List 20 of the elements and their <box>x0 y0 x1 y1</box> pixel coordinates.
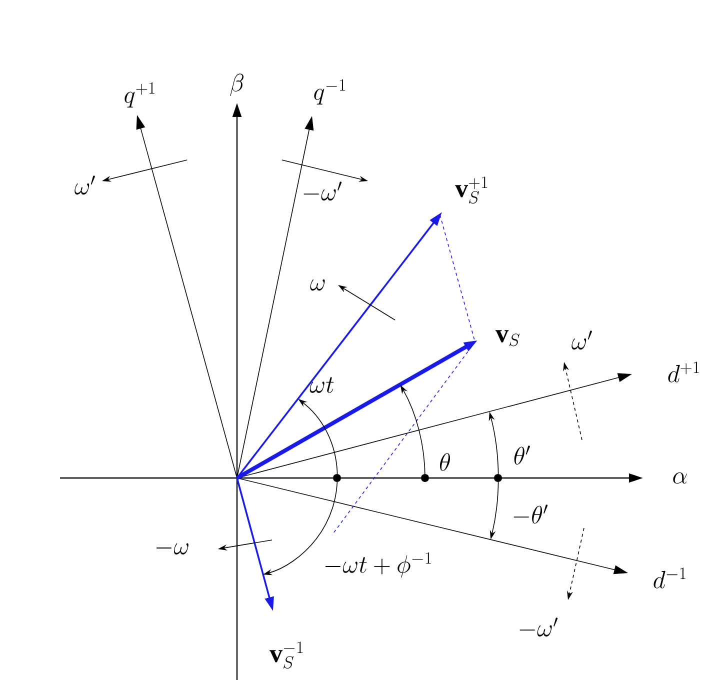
vector-label: $\mathbf{v}_S$ <box>496 330 520 346</box>
rotation-label: $\omega$ <box>310 279 325 291</box>
rotation-label: $-\omega'$ <box>304 182 342 201</box>
angle-label: $\theta$ <box>440 453 450 471</box>
angle-label: $\theta'$ <box>514 446 530 465</box>
axis-label: $q^{+1}$ <box>124 82 154 108</box>
axis-label: $\beta$ <box>230 74 244 96</box>
rotation-label: $\omega'$ <box>74 176 95 195</box>
vector-label: $\mathbf{v}_S^{+1}$ <box>455 176 488 204</box>
rotation-label: $\omega'$ <box>572 330 592 350</box>
axis-label: $q^{-1}$ <box>314 79 345 104</box>
vector-label: $\mathbf{v}_S^{-1}$ <box>270 642 303 669</box>
rotation-label: $-\omega$ <box>156 543 188 554</box>
angle-label: $-\theta'$ <box>514 504 548 524</box>
axis-label: $\alpha$ <box>673 472 687 484</box>
angle-label: $-\omega t+\phi^{-1}$ <box>325 552 431 578</box>
axis-label: $d^{+1}$ <box>668 362 699 382</box>
axis-label: $d^{-1}$ <box>654 568 686 588</box>
angle-label: $\omega t$ <box>310 377 334 393</box>
rotation-label: $-\omega'$ <box>520 618 558 637</box>
